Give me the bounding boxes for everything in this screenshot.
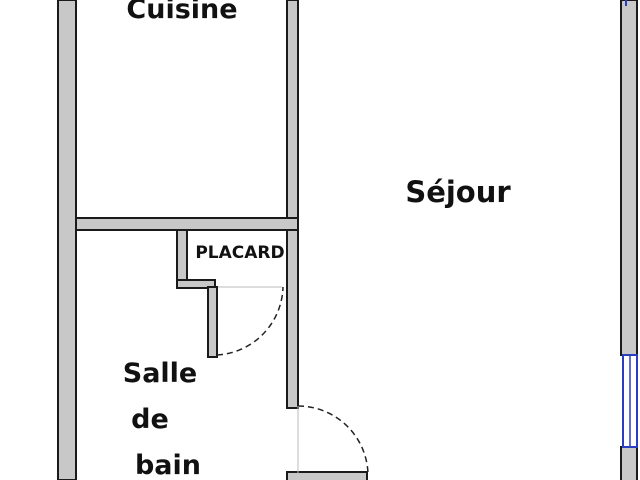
room-label-de: de [131, 404, 169, 435]
entrance-wall-stub [286, 471, 368, 480]
left-exterior-wall [57, 0, 77, 480]
right-window [622, 354, 638, 448]
room-label-placard: PLACARD [195, 243, 284, 263]
kitchen-partition-wall [286, 0, 299, 223]
right-exterior-wall-upper [620, 0, 638, 356]
bathroom-right-wall [286, 229, 299, 409]
placard-bottom-wall [176, 279, 216, 289]
entrance-door-arc [297, 405, 369, 475]
room-label-cuisine: Cuisine [126, 0, 237, 25]
bathroom-door-arc [216, 286, 284, 356]
room-label-salle: Salle [123, 358, 198, 389]
room-label-sejour: Séjour [405, 175, 511, 209]
room-label-bain: bain [135, 450, 201, 480]
kitchen-bathroom-wall [75, 217, 299, 231]
right-exterior-wall-lower [620, 446, 638, 480]
bathroom-door-jamb [207, 286, 218, 358]
